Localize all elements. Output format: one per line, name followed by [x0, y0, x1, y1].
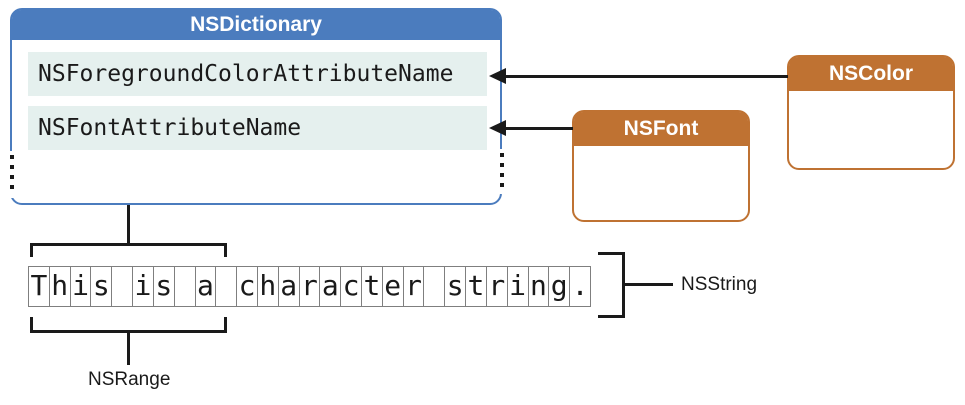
- nsstring-label: NSString: [681, 274, 758, 295]
- nscolor-header: NSColor: [789, 57, 953, 91]
- nsfont-arrow-head-icon: [489, 120, 506, 136]
- ellipsis-right-icon: [500, 153, 504, 187]
- nsfont-arrow-line: [502, 127, 573, 130]
- character-cell: t: [362, 267, 383, 306]
- character-cell: e: [383, 267, 404, 306]
- character-cell: r: [300, 267, 321, 306]
- character-cell: a: [320, 267, 342, 306]
- attribute-row: NSForegroundColorAttributeName: [28, 52, 487, 96]
- nscolor-box: NSColor: [787, 55, 955, 170]
- nscolor-title: NSColor: [829, 62, 913, 85]
- nsfont-title: NSFont: [623, 117, 699, 140]
- character-cell: s: [445, 267, 467, 306]
- character-cell: i: [508, 267, 529, 306]
- attribute-name: NSForegroundColorAttributeName: [38, 61, 454, 87]
- nsstring-bracket: [598, 252, 625, 318]
- ellipsis-left-icon: [10, 155, 14, 195]
- character-cell: i: [133, 267, 154, 306]
- character-cell: s: [91, 267, 113, 306]
- character-cell: i: [71, 267, 92, 306]
- character-cell: c: [237, 267, 258, 306]
- character-cell: a: [196, 267, 217, 306]
- character-cell: r: [487, 267, 508, 306]
- character-cell: [216, 267, 238, 306]
- nsfont-box: NSFont: [572, 110, 750, 222]
- character-cell: h: [258, 267, 279, 306]
- character-cell: s: [154, 267, 175, 306]
- character-cell: c: [341, 267, 362, 306]
- character-cell: r: [404, 267, 425, 306]
- attribute-row: NSFontAttributeName: [28, 106, 487, 150]
- nsdictionary-title: NSDictionary: [190, 13, 322, 36]
- character-cell: T: [29, 267, 50, 306]
- nscolor-arrow-head-icon: [489, 68, 506, 84]
- character-cell: .: [571, 269, 589, 302]
- nscolor-arrow-line: [502, 75, 788, 78]
- character-cell: n: [529, 267, 550, 306]
- character-cell: a: [279, 267, 300, 306]
- nsdictionary-box: NSDictionary NSForegroundColorAttributeN…: [10, 8, 502, 205]
- nsstring-connector-line: [625, 283, 673, 286]
- character-cell: h: [50, 267, 71, 306]
- nsrange-label: NSRange: [88, 369, 171, 390]
- range-label-connector-line: [127, 333, 130, 365]
- character-cell: t: [466, 267, 487, 306]
- character-cell: [112, 267, 134, 306]
- character-cell: [424, 267, 446, 306]
- character-cell: [175, 267, 196, 306]
- attribute-name: NSFontAttributeName: [38, 115, 302, 141]
- range-bracket-top: [30, 243, 227, 257]
- nsfont-header: NSFont: [574, 112, 748, 146]
- range-bracket-bottom: [30, 317, 227, 333]
- character-cell: g: [549, 267, 571, 306]
- dictionary-range-connector-line: [127, 205, 130, 244]
- nsdictionary-header: NSDictionary: [12, 10, 500, 40]
